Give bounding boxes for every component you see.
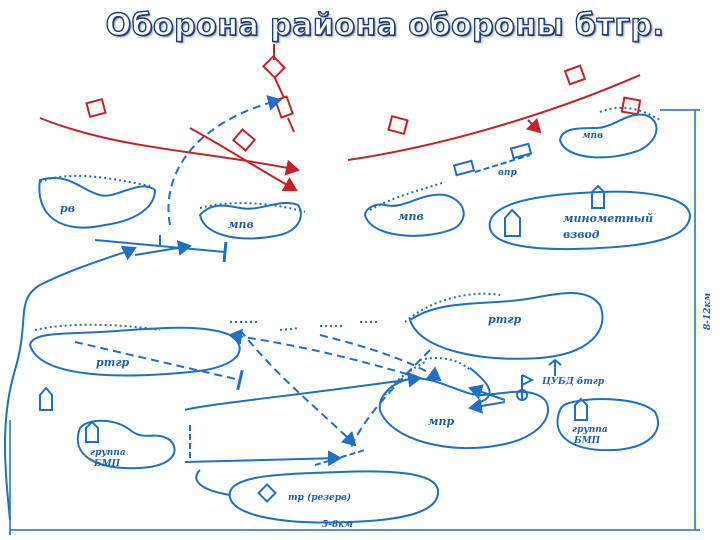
label-depth: 8-12км [703,292,713,330]
position-bmp-right [556,398,660,452]
enemy-axis [273,44,295,133]
trench-mpv-left [199,202,306,213]
label-mpv-center: мпв [398,210,424,223]
label-mpv-top-right: мпв [582,131,603,141]
label-vpr: впр [498,168,517,178]
label-bmp-right-1: группа [572,425,608,435]
label-bmp-left-2: БМП [93,459,121,469]
enemy-attack-left [39,117,300,176]
mortar-icon [591,184,605,209]
position-rtgr-right [408,292,604,360]
trench-mpv-top-right [599,106,661,121]
position-mortar [488,190,692,251]
label-mortar-1: минометный [563,212,653,225]
enemy-attack-right [347,74,641,161]
label-rtgr-right: ртгр [488,313,522,326]
left-flank-vehicle-icon [39,386,53,411]
diag-dash-2 [228,328,421,379]
label-tsubd: ЦУБД бтгр [541,376,605,387]
command-post-icon [548,358,562,376]
counterattack-route [167,95,282,226]
position-mpv-top-right [558,113,658,159]
vpr-vehicle-icon [509,142,533,160]
enemy-attack-left-2 [189,127,298,192]
enemy-markers [39,44,642,192]
label-rv: рв [60,202,75,215]
trench-mpr-2 [419,357,471,371]
mpr-entry-arrow-2 [468,398,506,414]
enemy-square [85,97,107,119]
fire-line-left [74,341,244,391]
enemy-attack-right-2 [525,117,542,134]
friendly-positions [28,106,692,524]
enemy-diamond [261,54,287,80]
mpr-entry-arrow [468,384,506,401]
trench-rtgr-right [404,292,501,323]
enemy-square [563,64,587,86]
trench-rtgr-left-2 [230,321,380,331]
label-mpv-left: мпв [228,218,254,231]
unit-symbols [39,142,605,503]
slide-title: Оборона района обороны бтгр. [105,7,665,43]
reserve-route [195,469,231,496]
position-rtgr-left [28,326,241,377]
enemy-square [620,96,642,116]
scale-lines [9,109,700,535]
enemy-square [231,128,257,152]
position-reserve [228,470,440,524]
diag-dash-1 [239,329,357,447]
label-mpr: мпр [428,415,454,428]
diag-dash-4 [319,334,442,382]
label-bmp-right-2: БМП [573,436,601,446]
label-mortar-2: взвод [563,228,600,241]
trench-rv [39,174,151,187]
label-rtgr-left: ртгр [96,356,130,369]
trench-mpv-center [369,181,446,211]
label-reserve: тр (резерв) [288,492,351,503]
mortar-icon [504,208,521,237]
diag-dash-3 [349,349,431,451]
depth-scale-line [660,109,700,530]
mpr-right-arc [469,367,491,403]
fire-line-top [94,239,228,263]
position-mpv-left [198,202,302,240]
bmp-route-center [184,450,342,467]
bmp-route-up [184,371,422,411]
left-flank-route [4,245,137,521]
trench-rtgr-left [34,323,161,331]
command-flag-icon [521,374,535,400]
reserve-diamond-icon [257,483,277,503]
vpr-link [474,154,531,173]
bmp-icon [574,397,588,421]
friendly-maneuvers [4,95,531,521]
position-bmp-left [76,419,176,470]
trench-mpr [384,361,426,396]
label-bmp-left-1: группа [90,448,126,458]
width-scale-line [9,420,700,535]
bmp-icon [85,420,99,443]
position-rv [38,177,157,229]
label-width: 5-8км [322,520,353,530]
command-circle-icon [516,389,528,401]
enemy-square [387,114,409,136]
vpr-vehicle-icon [452,159,476,177]
